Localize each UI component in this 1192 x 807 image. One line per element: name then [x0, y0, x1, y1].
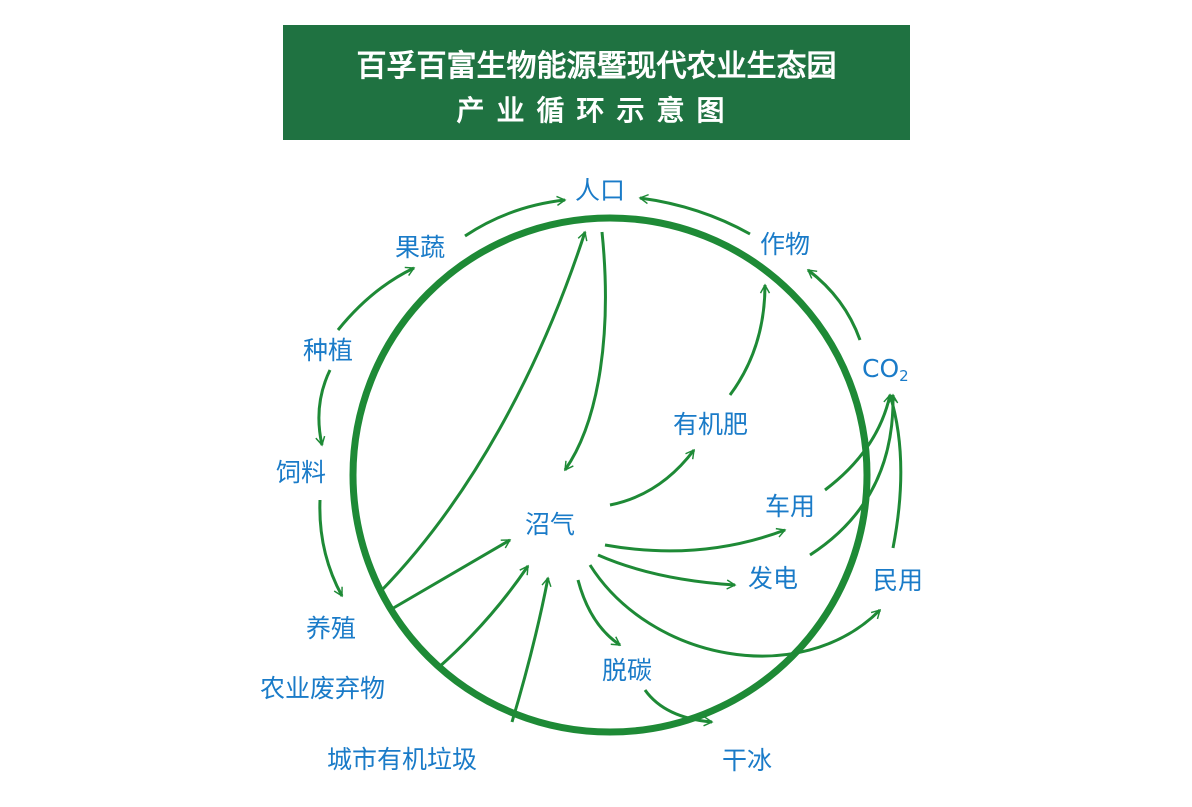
diagram-title: 百孚百富生物能源暨现代农业生态园: [356, 49, 837, 84]
node-feed: 饲料: [276, 458, 327, 487]
arrow-civil-co2: [887, 393, 903, 549]
diagram-subtitle: 产业循环示意图: [456, 94, 737, 127]
co2-text: CO: [862, 354, 900, 383]
flow-arrows: [315, 193, 903, 727]
node-co2: CO2: [862, 356, 909, 384]
arrow-urbanwaste-biogas: [510, 576, 552, 723]
node-agri-waste: 农业废弃物: [260, 674, 386, 703]
arrow-biogas-power: [597, 553, 737, 590]
arrow-biogas-fertilizer: [609, 448, 696, 507]
arrow-fruitveg-population: [464, 195, 567, 238]
arrow-biogas-decarb: [576, 579, 622, 647]
arrow-fertilizer-crops: [728, 283, 771, 396]
title-banner: 百孚百富生物能源暨现代农业生态园 产业循环示意图: [283, 25, 910, 140]
node-population: 人口: [575, 176, 626, 205]
arrow-population-biogas: [563, 231, 607, 472]
node-organic-fertilizer: 有机肥: [673, 410, 749, 439]
node-civil-use: 民用: [873, 566, 924, 595]
arrow-crops-population: [638, 193, 751, 236]
arrow-vehicle-co2: [824, 393, 894, 492]
cycle-circle: [349, 214, 871, 736]
co2-subscript: 2: [899, 367, 909, 385]
node-planting: 种植: [303, 336, 354, 365]
node-biogas: 沼气: [525, 510, 576, 539]
node-vehicle-use: 车用: [765, 492, 816, 521]
node-breeding: 养殖: [306, 614, 357, 643]
node-power-generation: 发电: [748, 564, 799, 593]
arrow-feed-breeding: [318, 499, 344, 598]
arrow-power-co2: [809, 393, 899, 557]
arrow-breeding-biogas: [389, 538, 512, 612]
arrow-planting-fruitveg: [336, 266, 416, 331]
node-fruit-veg: 果蔬: [395, 233, 446, 262]
node-decarbonization: 脱碳: [602, 656, 653, 685]
arrow-planting-feed: [315, 369, 332, 447]
node-urban-organic-waste: 城市有机垃圾: [327, 745, 478, 774]
arrow-decarb-dryice: [643, 689, 714, 727]
arrow-biogas-civil: [588, 564, 882, 658]
node-crops: 作物: [760, 230, 811, 259]
arrow-breeding-population: [378, 230, 588, 594]
arrow-co2-crops: [806, 268, 862, 341]
arrow-biogas-vehicle: [604, 527, 787, 553]
node-dry-ice: 干冰: [722, 746, 773, 775]
arrow-agriwaste-biogas: [437, 564, 530, 670]
